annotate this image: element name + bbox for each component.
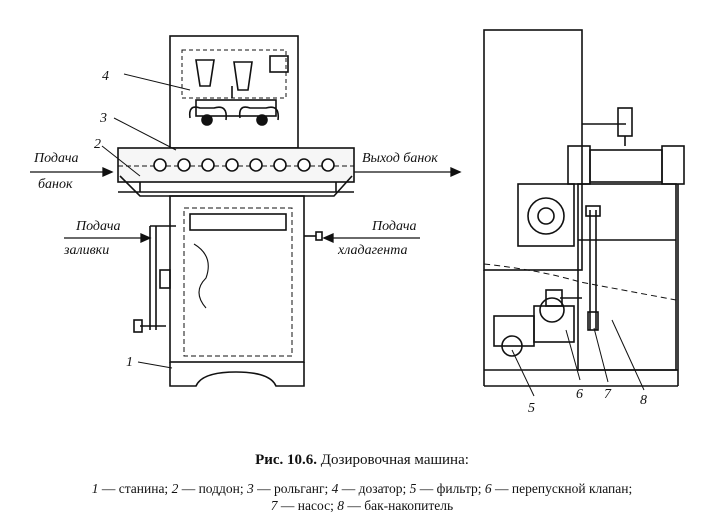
callout-leaders	[101, 73, 645, 397]
legend-num: 5	[409, 481, 417, 496]
dosing-cabinet	[169, 35, 299, 149]
label-feed-coolant-1: Подача	[371, 219, 417, 234]
callout-3: 3	[99, 111, 107, 126]
legend-num: 6	[484, 481, 492, 496]
figure-number: Рис. 10.6.	[255, 452, 318, 468]
conveyor-rollers	[153, 158, 335, 172]
label-feed-cans-1: Подача	[33, 151, 79, 166]
callout-5: 5	[528, 401, 535, 416]
legend-text: — поддон;	[181, 481, 244, 496]
dosing-machine-drawing: Подача банок Подача заливки Выход банок …	[30, 29, 685, 416]
callout-1: 1	[126, 355, 133, 370]
legend-num: 7	[270, 498, 278, 513]
front-view	[117, 35, 355, 387]
filling-pipe	[133, 225, 176, 333]
valve-assembly	[567, 107, 685, 185]
legend-text: — рольганг;	[257, 481, 329, 496]
flow-arrows	[30, 166, 462, 244]
legend-num: 4	[331, 481, 339, 496]
legend-text: — станина;	[101, 481, 169, 496]
side-cabinet	[483, 29, 583, 271]
legend-num: 1	[91, 481, 99, 496]
legend-text: — бак-накопитель	[347, 498, 454, 513]
figure-legend: 1 — станина; 2 — поддон; 3 — рольганг; 4…	[0, 480, 724, 514]
label-feed-cans-2: банок	[38, 177, 73, 192]
label-cans-exit: Выход банок	[362, 151, 438, 166]
legend-line-2: 7 — насос; 8 — бак-накопитель	[271, 498, 453, 513]
cabinet-window	[269, 55, 289, 73]
motor	[517, 183, 575, 247]
legend-text: — фильтр;	[419, 481, 482, 496]
legend-num: 3	[247, 481, 254, 496]
figure-title: Дозировочная машина:	[320, 452, 469, 468]
legend-num: 2	[171, 481, 179, 496]
callout-6: 6	[576, 387, 583, 402]
legend-line-1: 1 — станина; 2 — поддон; 3 — рольганг; 4…	[92, 481, 633, 496]
callout-2: 2	[94, 137, 101, 152]
callout-4: 4	[102, 69, 109, 84]
legend-text: — дозатор;	[341, 481, 407, 496]
side-view	[483, 29, 685, 387]
label-feed-filling-2: заливки	[63, 243, 109, 258]
storage-tank	[577, 183, 677, 371]
callout-8: 8	[640, 393, 647, 408]
flow-labels: Подача банок Подача заливки Выход банок …	[33, 151, 438, 258]
legend-text: — перепускной клапан;	[495, 481, 633, 496]
machine-bed	[169, 195, 323, 387]
dispenser	[188, 59, 280, 126]
label-feed-coolant-2: хладагента	[337, 243, 407, 258]
figure-caption: Рис. 10.6. Дозировочная машина:	[0, 452, 724, 469]
filter-pump-assembly	[493, 289, 582, 357]
callout-numbers: 4 3 2 1 5 6 7 8	[94, 69, 647, 416]
legend-text: — насос;	[280, 498, 334, 513]
legend-num: 8	[337, 498, 344, 513]
label-feed-filling-1: Подача	[75, 219, 121, 234]
cabinet-inner-frame	[181, 49, 287, 99]
callout-7: 7	[604, 387, 612, 402]
